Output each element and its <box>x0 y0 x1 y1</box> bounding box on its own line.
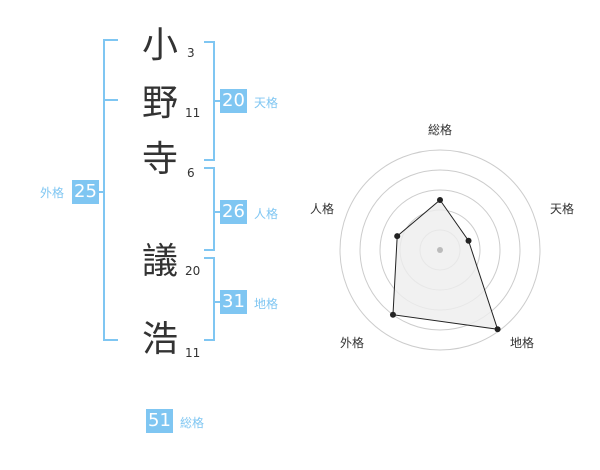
radar-polygon <box>392 199 499 330</box>
soukaku-label: 総格 <box>180 416 205 430</box>
stroke-count-4: 20 <box>185 264 201 278</box>
radar-center-dot <box>437 247 443 253</box>
jinkaku-label: 人格 <box>254 207 279 221</box>
radar-ring <box>359 169 521 331</box>
chikaku-label: 地格 <box>254 297 279 311</box>
radar-point-jinkaku <box>394 233 401 240</box>
name-char-4: 議 <box>141 241 178 282</box>
stroke-count-5: 11 <box>185 346 201 360</box>
chikaku-value: 31 <box>220 290 247 314</box>
radar-label-gaikaku: 外格 <box>340 336 365 350</box>
name-char-1: 小 <box>141 25 178 66</box>
stroke-count-3: 6 <box>187 166 195 180</box>
gaikaku-label: 外格 <box>40 186 65 200</box>
radar-point-tenkaku <box>465 237 472 244</box>
tenkaku-label: 天格 <box>254 96 279 110</box>
radar-label-tenkaku: 天格 <box>550 202 575 216</box>
name-char-2: 野 <box>141 83 178 124</box>
radar-point-soukaku <box>437 197 443 203</box>
jinkaku-bracket <box>204 167 215 251</box>
gaikaku-bracket <box>103 39 118 341</box>
radar-points <box>389 197 501 333</box>
radar-label-jinkaku: 人格 <box>310 202 335 216</box>
tenkaku-value: 20 <box>220 89 247 113</box>
radar-ring <box>339 149 541 351</box>
chikaku-bracket <box>204 257 215 341</box>
radar-point-gaikaku <box>389 311 396 318</box>
jinkaku-value: 26 <box>220 200 247 224</box>
radar-label-chikaku: 地格 <box>510 336 535 350</box>
stroke-count-2: 11 <box>185 106 201 120</box>
gaikaku-value: 25 <box>72 180 99 204</box>
radar-point-chikaku <box>494 326 501 333</box>
soukaku-value: 51 <box>146 409 173 433</box>
stroke-count-1: 3 <box>187 46 195 60</box>
radar-label-soukaku: 総格 <box>428 123 453 137</box>
name-char-5: 浩 <box>141 319 178 360</box>
name-char-3: 寺 <box>141 139 178 180</box>
